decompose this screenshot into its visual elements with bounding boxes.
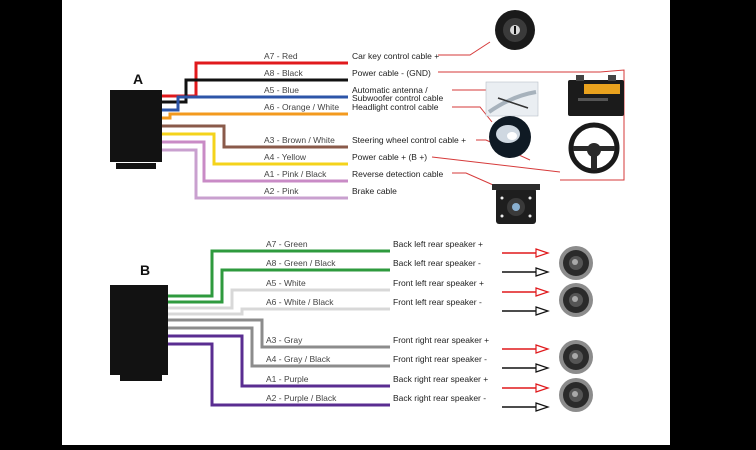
wire-b-function-label: Back right rear speaker - xyxy=(393,393,486,403)
wire-b-6 xyxy=(168,326,390,368)
wire-a-function-label: Power cable - (GND) xyxy=(352,68,431,78)
speaker-icon xyxy=(559,246,593,280)
connector-b: B xyxy=(110,262,168,381)
link-reverse xyxy=(452,172,501,189)
wire-a-function-label: Brake cable xyxy=(352,186,397,196)
wire-a-pin-label: A8 - Black xyxy=(264,68,303,78)
connector-a-latch xyxy=(116,163,156,169)
wire-a-pin-label: A2 - Pink xyxy=(264,186,299,196)
link-battery xyxy=(438,69,625,181)
speaker-icon xyxy=(559,378,593,412)
headlight-icon xyxy=(489,116,531,158)
wire-a-7 xyxy=(162,140,348,183)
wire-a-pin-label: A3 - Brown / White xyxy=(264,135,335,145)
battery-icon xyxy=(568,75,624,116)
arrow-head xyxy=(535,402,550,412)
arrow-head xyxy=(535,363,550,373)
wire-a-8 xyxy=(162,148,348,200)
wire-a-3 xyxy=(162,95,348,112)
arrow-head xyxy=(535,287,550,297)
wire-b-pin-label: A2 - Purple / Black xyxy=(266,393,337,403)
wire-b-function-label: Back left rear speaker - xyxy=(393,258,481,268)
wire-a-function-label: Headlight control cable xyxy=(352,102,439,112)
wire-b-function-label: Front left rear speaker - xyxy=(393,297,482,307)
link-power xyxy=(431,156,561,173)
connector-a-wires: A7 - Red Car key control cable + A8 - Blac… xyxy=(162,51,466,200)
wire-b-1 xyxy=(168,249,390,298)
wire-b-pin-label: A5 - White xyxy=(266,278,306,288)
wire-b-function-label: Front right rear speaker - xyxy=(393,354,487,364)
wire-b-function-label: Front right rear speaker + xyxy=(393,335,489,345)
arrow-head xyxy=(535,248,550,258)
wire-a-function-label: Automatic antenna / xyxy=(352,85,428,95)
wire-b-pin-label: A8 - Green / Black xyxy=(266,258,336,268)
wire-a-pin-label: A6 - Orange / White xyxy=(264,102,339,112)
wire-b-8 xyxy=(168,342,390,407)
wire-b-pin-label: A3 - Gray xyxy=(266,335,303,345)
connector-a-body xyxy=(110,90,162,162)
wire-b-2 xyxy=(168,268,390,304)
polarity-arrows xyxy=(502,248,550,412)
wire-b-pin-label: A6 - White / Black xyxy=(266,297,334,307)
speaker-icon xyxy=(559,283,593,317)
wire-b-4 xyxy=(168,307,390,316)
arrow-head xyxy=(535,306,550,316)
arrow-head xyxy=(535,344,550,354)
wire-a-4 xyxy=(162,112,348,120)
arrow-head xyxy=(535,267,550,277)
wire-a-2 xyxy=(162,78,348,104)
link-car-key xyxy=(438,41,491,56)
speaker-group xyxy=(559,246,593,412)
connector-b-body xyxy=(110,285,168,375)
wire-a-pin-label: A4 - Yellow xyxy=(264,152,307,162)
wire-b-pin-label: A7 - Green xyxy=(266,239,308,249)
wire-a-function-label: Steering wheel control cable + xyxy=(352,135,466,145)
arrow-head xyxy=(535,383,550,393)
wire-b-function-label: Back left rear speaker + xyxy=(393,239,483,249)
wire-b-3 xyxy=(168,288,390,310)
steering-wheel-icon xyxy=(568,122,620,174)
wire-b-pin-label: A4 - Gray / Black xyxy=(266,354,331,364)
connector-a-label: A xyxy=(133,71,143,87)
reverse-camera-icon xyxy=(492,184,540,224)
wire-b-function-label: Front left rear speaker + xyxy=(393,278,484,288)
wire-a-5 xyxy=(162,124,348,149)
wire-b-7 xyxy=(168,334,390,388)
wire-a-pin-label: A5 - Blue xyxy=(264,85,299,95)
wire-a-6 xyxy=(162,132,348,166)
speaker-icon xyxy=(559,340,593,374)
wire-a-function-label-line2: Subwoofer control cable xyxy=(352,93,443,103)
wire-a-pin-label: A7 - Red xyxy=(264,51,298,61)
connector-b-latch xyxy=(120,374,162,381)
connector-b-label: B xyxy=(140,262,150,278)
wire-a-function-label: Reverse detection cable xyxy=(352,169,443,179)
car-key-icon xyxy=(495,10,535,50)
antenna-icon xyxy=(485,81,539,117)
wire-b-5 xyxy=(168,318,390,349)
wire-b-pin-label: A1 - Purple xyxy=(266,374,309,384)
wire-a-function-label: Car key control cable + xyxy=(352,51,439,61)
wire-a-function-label: Power cable + (B +) xyxy=(352,152,427,162)
wire-b-function-label: Back right rear speaker + xyxy=(393,374,488,384)
link-headlight xyxy=(452,106,493,123)
connector-a: A xyxy=(110,71,162,169)
wire-a-pin-label: A1 - Pink / Black xyxy=(264,169,327,179)
connector-b-wires: A7 - Green Back left rear speaker + A8 - G… xyxy=(168,239,489,407)
